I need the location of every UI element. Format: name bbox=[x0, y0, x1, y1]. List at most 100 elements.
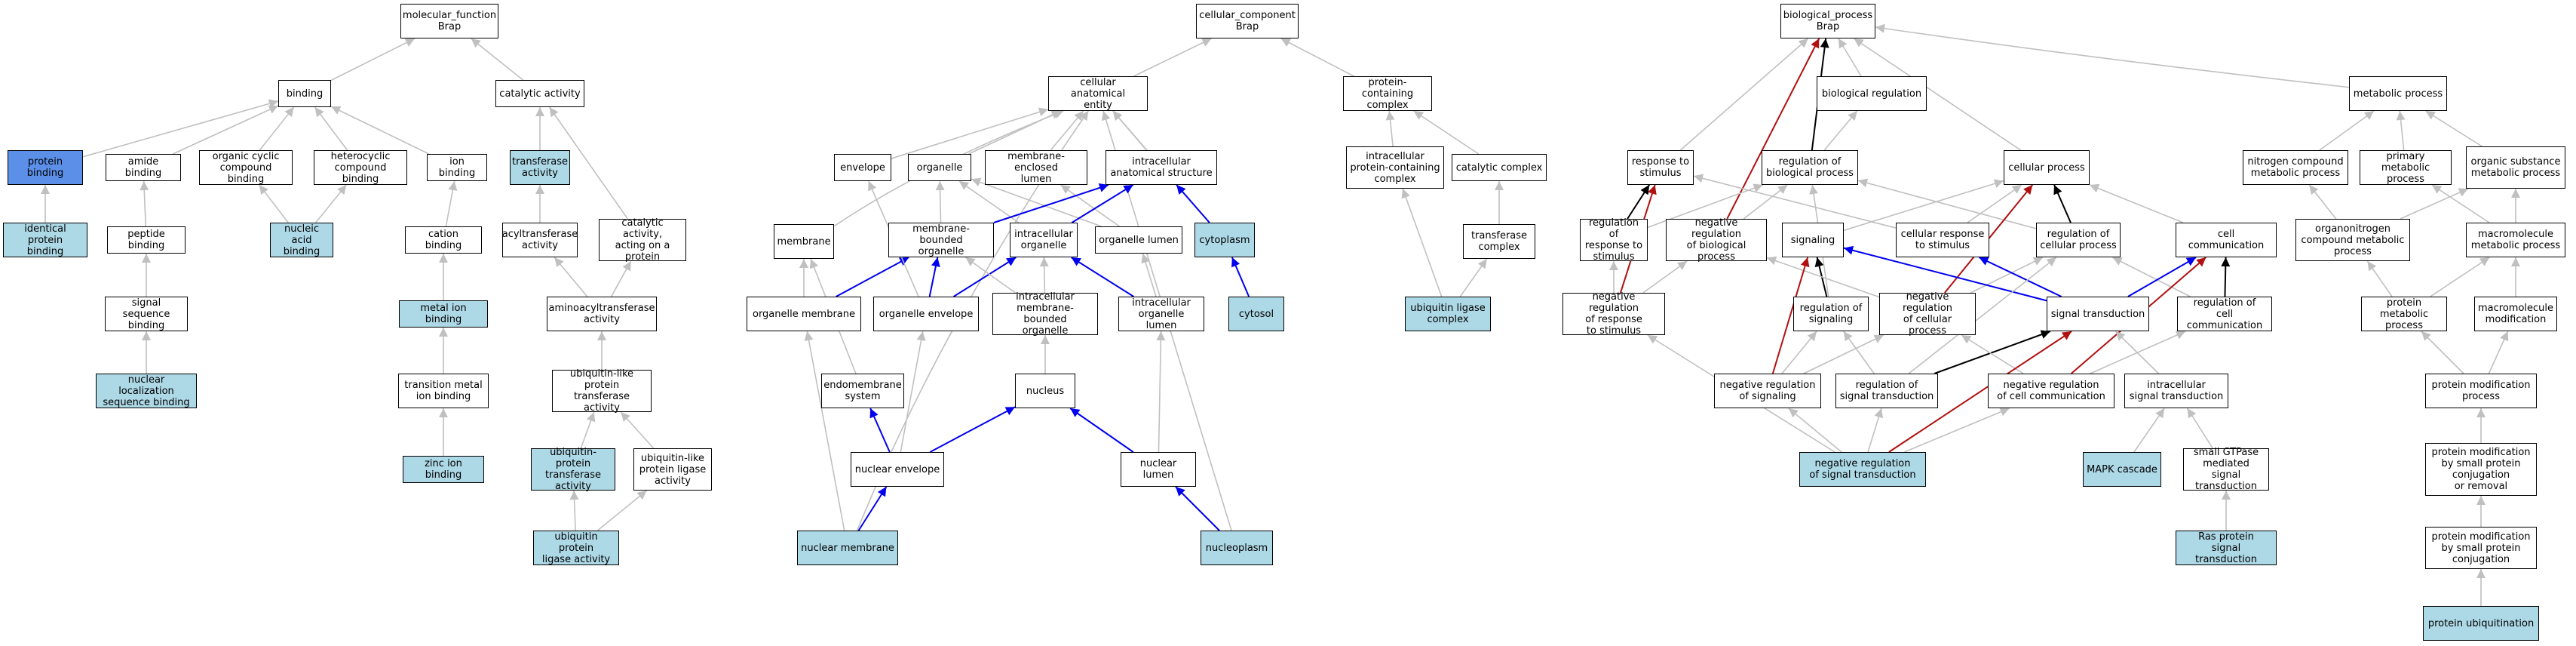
go-term-node[interactable]: ubiquitin-like protein transferase activ… bbox=[552, 368, 652, 414]
go-term-node[interactable]: biological_process Brap bbox=[1780, 4, 1875, 38]
go-term-node[interactable]: cellular anatomical entity bbox=[1048, 76, 1148, 111]
go-term-node[interactable]: ubiquitin protein ligase activity bbox=[533, 531, 619, 565]
go-term-node[interactable]: transferase activity bbox=[510, 150, 570, 185]
edge-ionbind-to-binding bbox=[330, 106, 430, 155]
go-term-node[interactable]: amide binding bbox=[106, 154, 181, 181]
go-term-node[interactable]: cellular process bbox=[2004, 150, 2090, 185]
go-term-node[interactable]: protein ubiquitination bbox=[2423, 606, 2539, 641]
go-term-node[interactable]: protein modification by small protein co… bbox=[2425, 443, 2537, 496]
edge-protmet-to-organonit bbox=[2366, 260, 2393, 297]
go-term-node[interactable]: organonitrogen compound metabolic proces… bbox=[2295, 219, 2410, 261]
edge-negregsigtrans-to-negregsig bbox=[1788, 408, 1842, 453]
go-term-node[interactable]: endomembrane system bbox=[821, 374, 904, 408]
go-term-node[interactable]: regulation of biological process bbox=[1762, 150, 1858, 185]
go-term-node[interactable]: metabolic process bbox=[2349, 76, 2447, 111]
go-term-node[interactable]: nucleus bbox=[1015, 374, 1075, 408]
go-term-node[interactable]: nucleoplasm bbox=[1201, 531, 1273, 565]
go-term-node[interactable]: nuclear lumen bbox=[1121, 452, 1196, 487]
edge-aminoacyl-to-acyltrans bbox=[554, 257, 588, 297]
go-term-node[interactable]: negative regulation of response to stimu… bbox=[1562, 291, 1665, 337]
go-term-node[interactable]: nitrogen compound metabolic process bbox=[2243, 150, 2348, 185]
go-term-node[interactable]: transition metal ion binding bbox=[398, 374, 489, 408]
go-term-node[interactable]: membrane-bounded organelle bbox=[888, 223, 994, 257]
go-term-node[interactable]: negative regulation of signaling bbox=[1714, 374, 1821, 408]
go-term-node[interactable]: nuclear localization sequence binding bbox=[96, 374, 197, 408]
go-term-node[interactable]: MAPK cascade bbox=[2083, 452, 2161, 487]
go-term-node[interactable]: organelle envelope bbox=[873, 297, 979, 331]
go-term-node[interactable]: cell communication bbox=[2176, 223, 2277, 257]
go-term-node[interactable]: regulation of signaling bbox=[1793, 297, 1869, 331]
go-term-node[interactable]: small GTPase mediated signal transductio… bbox=[2183, 447, 2269, 492]
go-term-node[interactable]: catalytic activity bbox=[495, 80, 584, 107]
go-term-node[interactable]: intracellular membrane-bounded organelle bbox=[992, 291, 1098, 337]
go-term-node[interactable]: cytosol bbox=[1228, 297, 1284, 331]
go-term-node[interactable]: metal ion binding bbox=[399, 300, 488, 328]
go-term-node[interactable]: nuclear membrane bbox=[797, 531, 898, 565]
go-term-node[interactable]: intracellular anatomical structure bbox=[1106, 150, 1217, 185]
go-term-node[interactable]: regulation of response to stimulus bbox=[1580, 217, 1648, 263]
go-term-node[interactable]: catalytic complex bbox=[1452, 154, 1547, 181]
go-term-node[interactable]: intracellular organelle bbox=[1010, 223, 1078, 257]
go-term-node[interactable]: acyltransferase activity bbox=[502, 223, 578, 257]
go-term-node[interactable]: ubiquitin-like protein ligase activity bbox=[633, 448, 712, 491]
go-term-node[interactable]: regulation of cellular process bbox=[2036, 223, 2121, 257]
go-term-node[interactable]: protein modification by small protein co… bbox=[2425, 527, 2537, 569]
go-term-node[interactable]: organic cyclic compound binding bbox=[199, 150, 293, 185]
go-term-node[interactable]: ion binding bbox=[427, 154, 487, 181]
edge-orgenv-to-membound bbox=[928, 257, 940, 297]
go-term-node[interactable]: ubiquitin ligase complex bbox=[1405, 297, 1491, 331]
go-term-node[interactable]: negative regulation of biological proces… bbox=[1666, 217, 1767, 263]
go-term-node[interactable]: nuclear envelope bbox=[851, 452, 944, 487]
go-term-node[interactable]: response to stimulus bbox=[1627, 150, 1694, 185]
go-term-node[interactable]: cation binding bbox=[405, 226, 482, 254]
go-term-node[interactable]: cellular response to stimulus bbox=[1896, 223, 1989, 257]
edge-hetcyc-to-binding bbox=[314, 106, 348, 151]
go-term-node[interactable]: biological regulation bbox=[1817, 76, 1927, 111]
go-term-node[interactable]: organic substance metabolic process bbox=[2466, 146, 2565, 189]
go-term-node[interactable]: primary metabolic process bbox=[2360, 150, 2452, 185]
go-term-node[interactable]: aminoacyltransferase activity bbox=[547, 297, 657, 331]
go-term-node[interactable]: molecular_function Brap bbox=[400, 4, 498, 38]
go-term-node[interactable]: intracellular protein-containing complex bbox=[1346, 146, 1444, 189]
go-term-node[interactable]: Ras protein signal transduction bbox=[2176, 531, 2277, 565]
go-term-node[interactable]: heterocyclic compound binding bbox=[314, 150, 407, 185]
go-term-node[interactable]: zinc ion binding bbox=[403, 456, 484, 483]
edge-intramemorg-to-membound bbox=[964, 257, 1017, 294]
go-term-node[interactable]: organelle membrane bbox=[747, 297, 861, 331]
go-term-node[interactable]: cellular_component Brap bbox=[1196, 4, 1299, 38]
go-term-node[interactable]: intracellular organelle lumen bbox=[1118, 297, 1204, 331]
go-term-node[interactable]: catalytic activity, acting on a protein bbox=[599, 217, 686, 263]
go-term-node[interactable]: binding bbox=[278, 80, 331, 107]
go-term-node[interactable]: membrane bbox=[774, 224, 834, 259]
go-term-node[interactable]: signaling bbox=[1782, 223, 1844, 257]
go-term-node[interactable]: protein binding bbox=[8, 150, 83, 185]
go-term-node[interactable]: macromolecule metabolic process bbox=[2466, 223, 2565, 257]
go-term-node[interactable]: membrane-enclosed lumen bbox=[985, 150, 1087, 185]
go-term-node[interactable]: regulation of signal transduction bbox=[1835, 374, 1938, 408]
edge-protmet-to-macromet bbox=[2430, 257, 2490, 297]
go-term-node[interactable]: protein-containing complex bbox=[1343, 76, 1432, 111]
edge-bioreg-to-bp bbox=[1838, 38, 1862, 77]
go-term-node[interactable]: cytoplasm bbox=[1194, 223, 1255, 257]
go-term-node[interactable]: macromolecule modification bbox=[2474, 297, 2557, 331]
go-term-node[interactable]: transferase complex bbox=[1463, 224, 1535, 259]
go-term-node[interactable]: regulation of cell communication bbox=[2177, 297, 2272, 331]
go-term-node[interactable]: signal sequence binding bbox=[105, 297, 188, 331]
edge-orglumen-to-memenclosed bbox=[1060, 184, 1120, 227]
go-term-node[interactable]: envelope bbox=[834, 154, 891, 181]
go-term-node[interactable]: organelle bbox=[908, 154, 971, 181]
go-term-node[interactable]: protein metabolic process bbox=[2361, 297, 2447, 331]
go-term-node[interactable]: identical protein binding bbox=[3, 223, 87, 257]
go-term-node[interactable]: peptide binding bbox=[107, 226, 186, 254]
go-term-node[interactable]: negative regulation of signal transducti… bbox=[1799, 452, 1926, 487]
go-term-node[interactable]: organelle lumen bbox=[1095, 226, 1182, 254]
edge-negregsig-to-regsig bbox=[1781, 331, 1817, 374]
go-term-node[interactable]: nucleic acid binding bbox=[270, 223, 333, 257]
go-term-node[interactable]: negative regulation of cellular process bbox=[1879, 291, 1976, 337]
go-term-node[interactable]: intracellular signal transduction bbox=[2124, 374, 2228, 408]
go-term-node[interactable]: signal transduction bbox=[2047, 297, 2149, 331]
go-term-node[interactable]: negative regulation of cell communicatio… bbox=[1988, 374, 2114, 408]
go-term-node[interactable]: protein modification process bbox=[2425, 374, 2537, 408]
go-term-node[interactable]: ubiquitin-protein transferase activity bbox=[531, 447, 615, 492]
edge-intraorglumen-to-intraorg bbox=[1071, 257, 1134, 297]
